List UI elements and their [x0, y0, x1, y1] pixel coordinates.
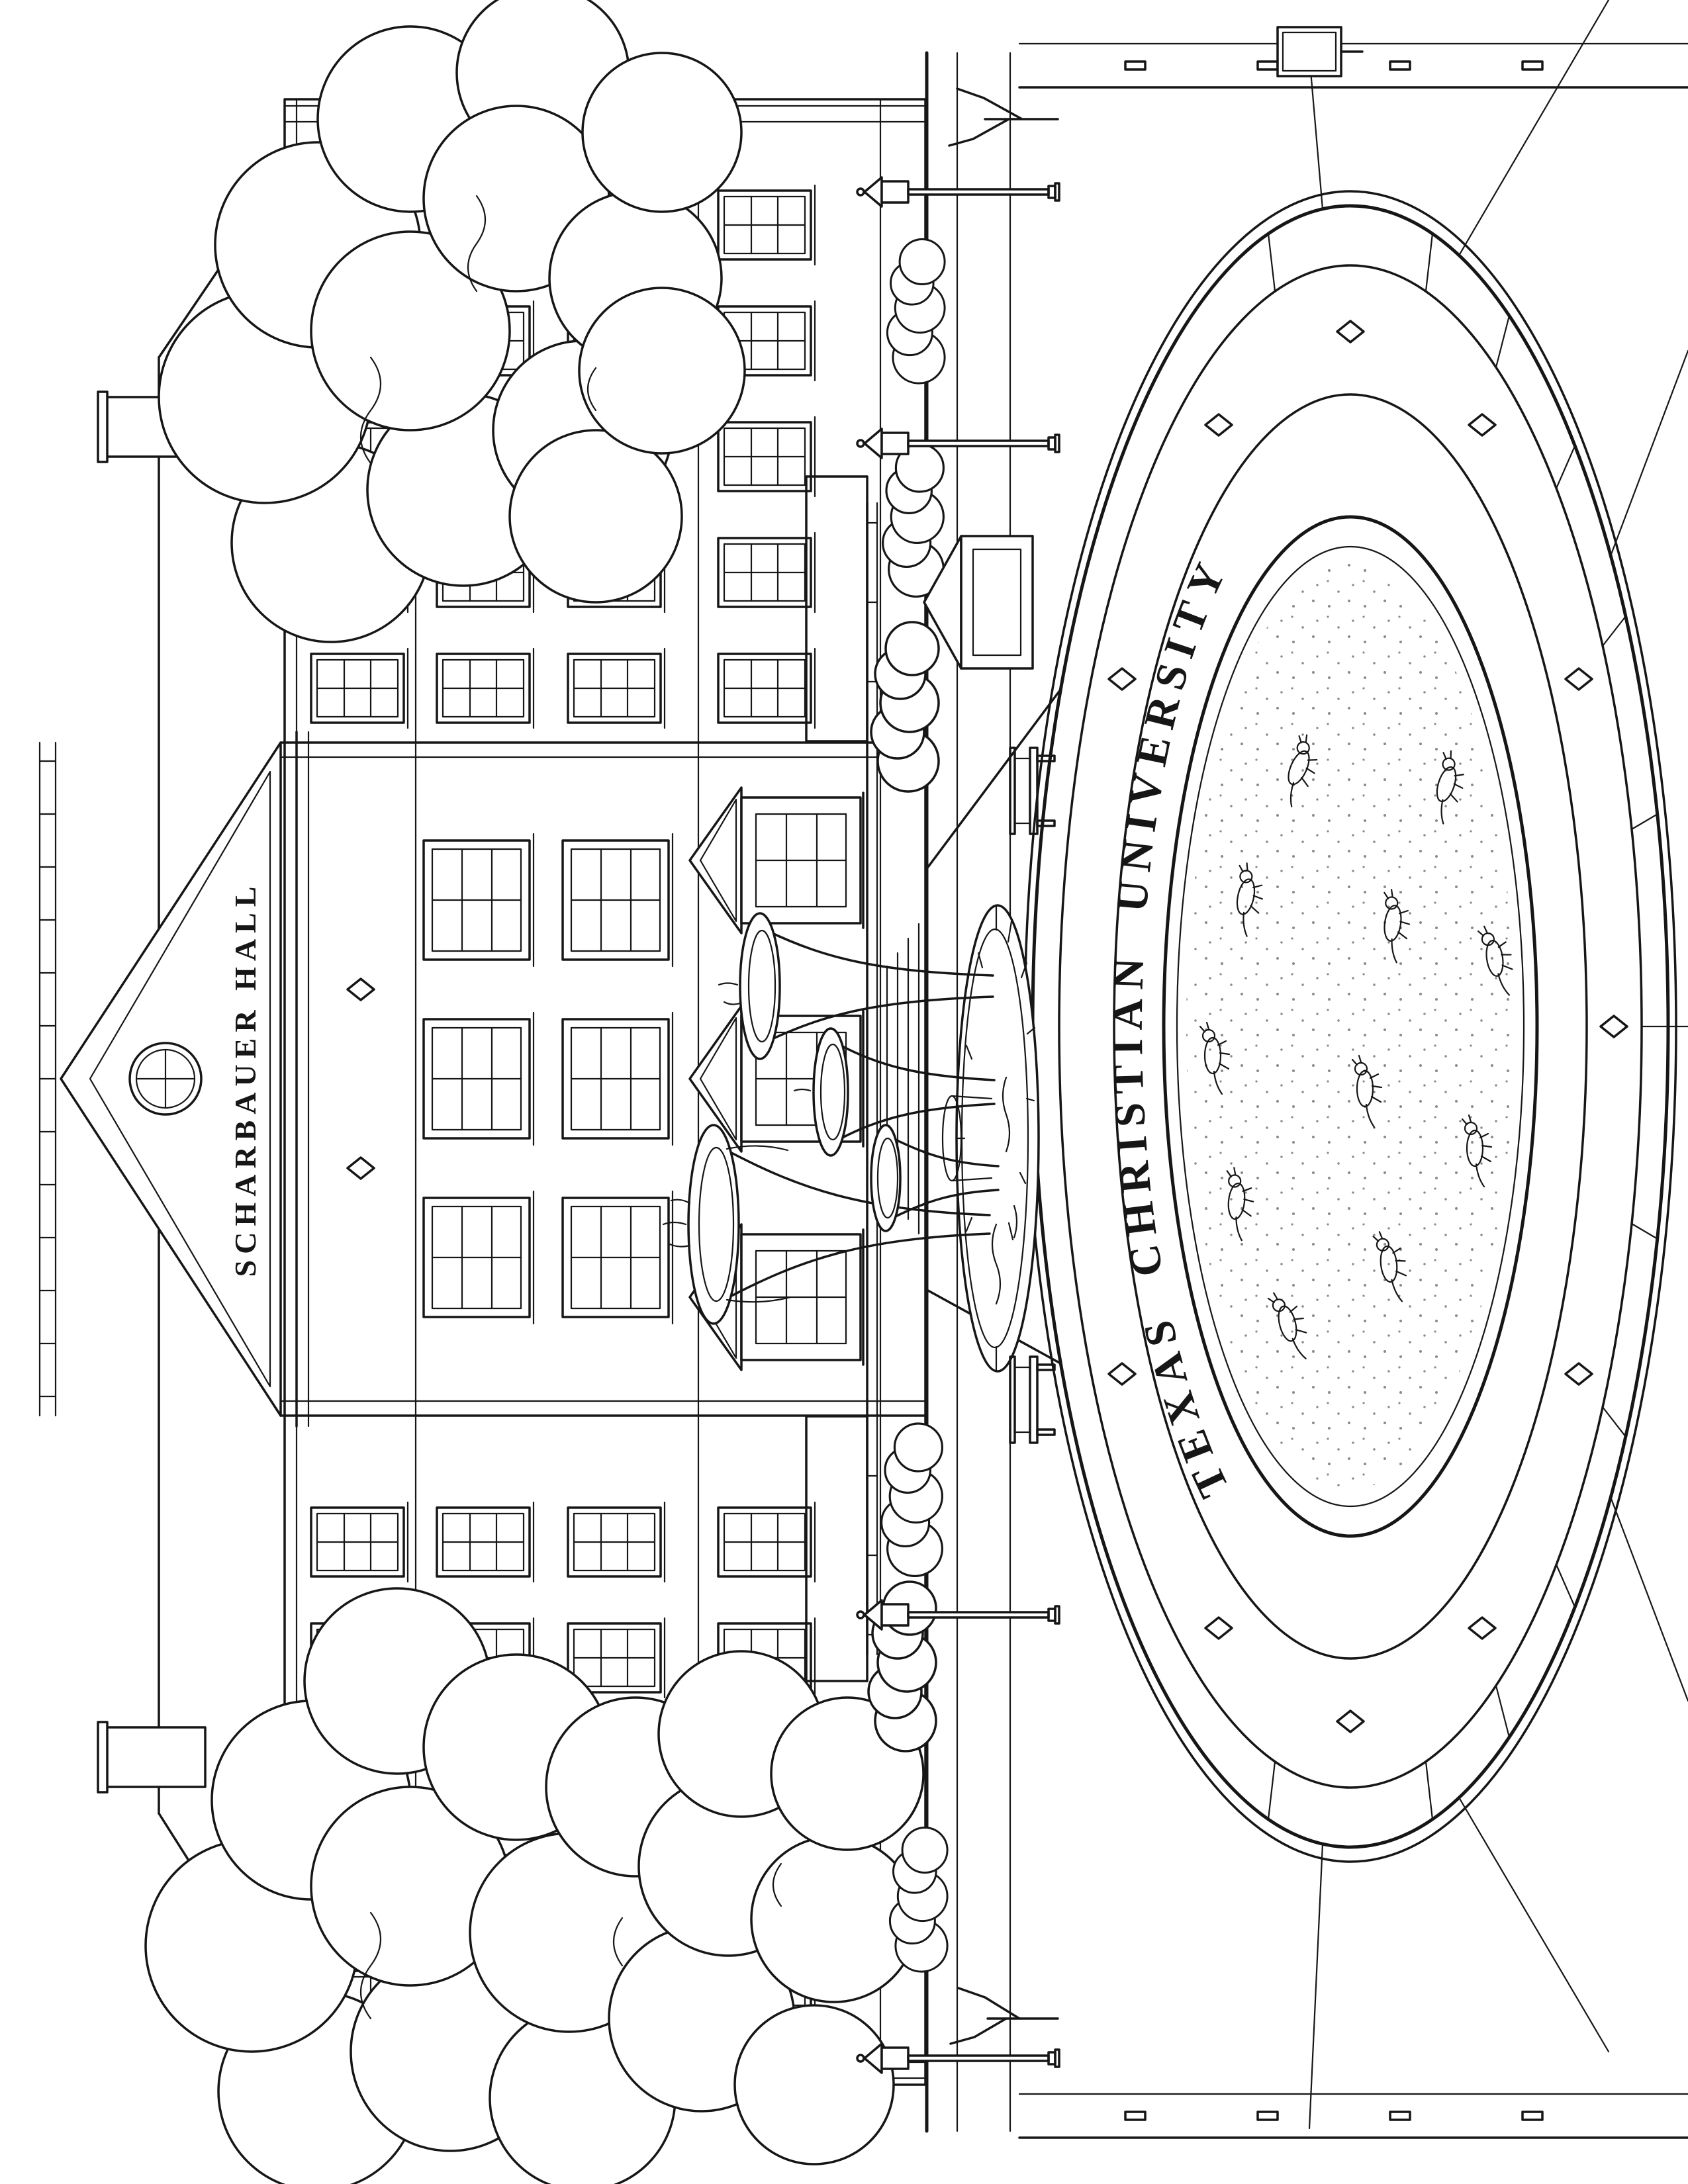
fountain-trumpet-front — [870, 1124, 1000, 1232]
sapling-right — [948, 87, 1059, 147]
plaza-sign — [1276, 26, 1364, 77]
pediment: SCHARBAUER HALL — [60, 731, 310, 1428]
pavement-joint-lines — [1308, 0, 1688, 2130]
fountain-basin — [941, 904, 1040, 1373]
oculus-window — [128, 1042, 203, 1116]
sapling-left — [949, 1987, 1059, 2045]
garden-pavilion — [923, 535, 1034, 670]
bollards — [1124, 60, 1544, 2121]
plaza-outer-hatch — [1267, 232, 1669, 1821]
tree-canopy-left — [144, 1587, 925, 2184]
fountain-trumpet-right — [718, 912, 994, 1060]
fountain-trumpet-tall — [662, 1124, 991, 1325]
fountain-trumpet-mid — [793, 1027, 996, 1157]
plaza-medallion: TEXAS CHRISTIAN UNIVERSITY — [1023, 190, 1677, 1863]
stone-walls — [805, 475, 868, 1682]
scharbauer-hall-building: SCHARBAUER HALL — [38, 98, 927, 2086]
tree-canopy-right — [158, 0, 746, 643]
plaza-stipple-texture — [1186, 563, 1515, 1490]
frog-fountain — [662, 904, 1040, 1373]
building-nameplate: SCHARBAUER HALL — [228, 881, 262, 1277]
rotated-scene: TEXAS CHRISTIAN UNIVERSITY — [38, 0, 1688, 2184]
